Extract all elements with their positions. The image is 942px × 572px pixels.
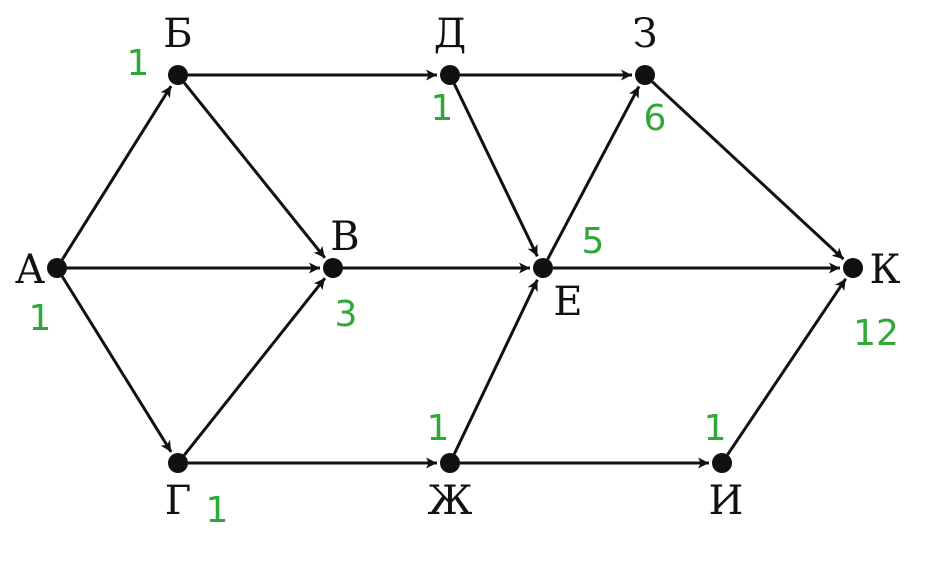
node-label-a: А bbox=[15, 247, 45, 293]
node-label-k: К bbox=[870, 247, 901, 293]
edge-e-to-z bbox=[546, 85, 641, 260]
node-d bbox=[440, 65, 460, 85]
edges-group bbox=[60, 69, 847, 469]
node-z bbox=[635, 65, 655, 85]
node-b bbox=[168, 65, 188, 85]
path-count-z: 6 bbox=[644, 98, 667, 139]
node-e bbox=[533, 258, 553, 278]
node-label-i: И bbox=[709, 478, 744, 524]
path-count-g: 1 bbox=[206, 490, 229, 531]
path-count-i: 1 bbox=[704, 408, 727, 449]
node-k bbox=[843, 258, 863, 278]
node-labels-group: А Б В Г Д Е Ж З И К bbox=[15, 11, 901, 524]
edge-b-to-v bbox=[183, 81, 327, 259]
path-count-d: 1 bbox=[431, 88, 454, 129]
path-count-zh: 1 bbox=[427, 408, 450, 449]
path-count-k: 12 bbox=[853, 313, 899, 354]
node-v bbox=[323, 258, 343, 278]
edge-a-to-b bbox=[61, 85, 173, 261]
edge-g-to-v bbox=[183, 277, 327, 457]
edge-i-to-k bbox=[726, 277, 847, 456]
path-count-labels-group: 1 1 3 1 1 5 1 6 1 12 bbox=[29, 43, 899, 531]
node-label-e: Е bbox=[553, 279, 582, 325]
node-a bbox=[47, 258, 67, 278]
node-label-v: В bbox=[330, 214, 359, 260]
node-i bbox=[712, 453, 732, 473]
edge-zh-to-e bbox=[452, 279, 539, 455]
node-zh bbox=[440, 453, 460, 473]
node-label-g: Г bbox=[165, 478, 191, 524]
node-g bbox=[168, 453, 188, 473]
edge-a-to-g bbox=[60, 275, 173, 453]
node-label-z: З bbox=[633, 11, 658, 57]
node-label-zh: Ж bbox=[428, 478, 473, 524]
nodes-group bbox=[47, 65, 863, 473]
edge-d-to-e bbox=[452, 83, 539, 257]
edge-z-to-k bbox=[651, 80, 845, 261]
path-count-a: 1 bbox=[29, 298, 52, 339]
path-count-e: 5 bbox=[582, 221, 605, 262]
path-count-v: 3 bbox=[335, 294, 358, 335]
path-count-b: 1 bbox=[127, 43, 150, 84]
node-label-d: Д bbox=[434, 11, 467, 57]
node-label-b: Б bbox=[163, 11, 192, 57]
